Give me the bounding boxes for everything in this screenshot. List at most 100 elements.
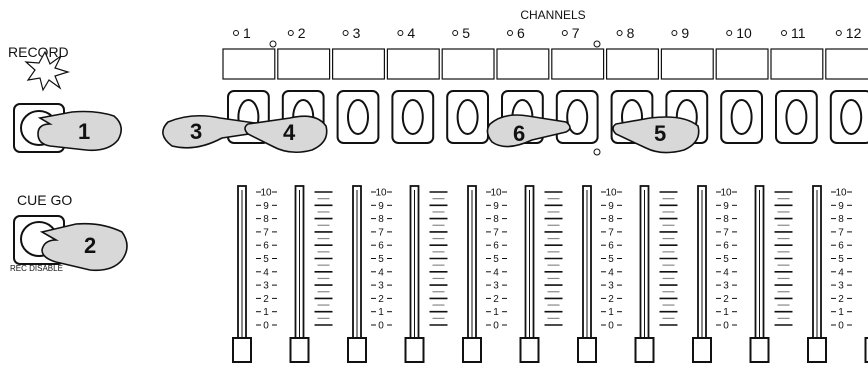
fader-scale-label: 6 — [263, 241, 269, 252]
fader-scale-label: 2 — [608, 294, 614, 305]
led-icon — [617, 31, 622, 36]
fader-scale-label: 0 — [608, 321, 614, 332]
fader-scale-label: 9 — [263, 201, 269, 212]
fader-knob[interactable] — [521, 338, 539, 362]
fader-scale-label: 10 — [605, 188, 617, 199]
channel-number: 5 — [462, 25, 470, 41]
fader-scale-label: 1 — [263, 307, 269, 318]
fader-scale-label: 7 — [378, 227, 384, 238]
fader-scale-label: 7 — [263, 227, 269, 238]
channel-label-box — [223, 49, 275, 79]
led-icon — [782, 31, 787, 36]
fader-scale-label: 9 — [723, 201, 729, 212]
fader-scale-label: 3 — [723, 281, 729, 292]
channel-label-box — [771, 49, 823, 79]
step-6-label: 6 — [513, 121, 525, 146]
channel-number: 9 — [681, 25, 689, 41]
fader-scale-label: 7 — [608, 227, 614, 238]
fader-scale-label: 2 — [378, 294, 384, 305]
step-1-label: 1 — [78, 119, 90, 144]
cue-go-control: CUE GO 2 REC DISABLE — [10, 192, 127, 273]
channel-3: 3 — [333, 25, 385, 143]
fader-scale-label: 10 — [260, 188, 272, 199]
fader-scale-label: 3 — [493, 281, 499, 292]
fader-knob[interactable] — [693, 338, 711, 362]
step-5-label: 5 — [654, 121, 666, 146]
fader-scale-label: 5 — [493, 254, 499, 265]
fader-scale-label: 8 — [378, 214, 384, 225]
channel-label-box — [716, 49, 768, 79]
channel-number: 12 — [846, 25, 862, 41]
fader-scale-label: 0 — [838, 321, 844, 332]
fader-knob[interactable] — [808, 338, 826, 362]
fader-4 — [406, 186, 448, 362]
fader-scale-label: 6 — [378, 241, 384, 252]
fader-7: 109876543210 — [578, 186, 622, 362]
fader-scale-label: 10 — [490, 188, 502, 199]
fader-scale-label: 8 — [838, 214, 844, 225]
fader-knob[interactable] — [578, 338, 596, 362]
fader-2 — [291, 186, 333, 362]
fader-scale-label: 3 — [608, 281, 614, 292]
fader-scale-label: 5 — [723, 254, 729, 265]
channel-label-box — [497, 49, 549, 79]
led-icon — [594, 149, 600, 155]
channel-number: 6 — [517, 25, 525, 41]
channel-number: 2 — [298, 25, 306, 41]
led-icon — [453, 31, 458, 36]
fader-knob[interactable] — [233, 338, 251, 362]
fader-knob[interactable] — [636, 338, 654, 362]
channel-10: 10 — [716, 25, 768, 143]
channel-button-cap — [841, 100, 861, 134]
cue-go-label: CUE GO — [17, 192, 72, 208]
step-2-label: 2 — [84, 233, 96, 258]
fader-scale-label: 0 — [263, 321, 269, 332]
fader-scale-label: 6 — [838, 241, 844, 252]
fader-scale-label: 7 — [723, 227, 729, 238]
fader-scale-label: 6 — [493, 241, 499, 252]
fader-scale-label: 10 — [375, 188, 387, 199]
fader-scale-label: 9 — [378, 201, 384, 212]
channel-4: 4 — [387, 25, 439, 143]
fader-scale-label: 0 — [378, 321, 384, 332]
step-4-label: 4 — [283, 120, 296, 145]
led-icon — [508, 31, 513, 36]
channel-number: 4 — [407, 25, 415, 41]
fader-scale-label: 9 — [608, 201, 614, 212]
led-icon — [562, 31, 567, 36]
fader-10 — [751, 186, 793, 362]
fader-scale-label: 2 — [263, 294, 269, 305]
channel-number: 7 — [572, 25, 580, 41]
fader-knob[interactable] — [348, 338, 366, 362]
fader-scale-label: 3 — [378, 281, 384, 292]
fader-knob[interactable] — [751, 338, 769, 362]
channel-label-box — [442, 49, 494, 79]
fader-scale-label: 4 — [493, 267, 499, 278]
fader-scale-label: 1 — [723, 307, 729, 318]
fader-scale-label: 6 — [723, 241, 729, 252]
fader-scale-label: 2 — [723, 294, 729, 305]
fader-scale-label: 1 — [493, 307, 499, 318]
fader-knob[interactable] — [463, 338, 481, 362]
fader-scale-label: 0 — [723, 321, 729, 332]
fader-5: 109876543210 — [463, 186, 507, 362]
fader-knob[interactable] — [406, 338, 424, 362]
channel-number: 1 — [243, 25, 251, 41]
fader-scale-label: 1 — [378, 307, 384, 318]
fader-knob[interactable] — [291, 338, 309, 362]
fader-8 — [636, 186, 678, 362]
record-control: RECORD 1 — [8, 44, 121, 152]
fader-scale-label: 5 — [608, 254, 614, 265]
fader-scale-label: 1 — [838, 307, 844, 318]
fader-scale-label: 0 — [493, 321, 499, 332]
fader-scale-label: 6 — [608, 241, 614, 252]
channel-label-box — [278, 49, 330, 79]
led-icon — [398, 31, 403, 36]
channel-number: 11 — [791, 25, 806, 41]
fader-scale-label: 5 — [378, 254, 384, 265]
